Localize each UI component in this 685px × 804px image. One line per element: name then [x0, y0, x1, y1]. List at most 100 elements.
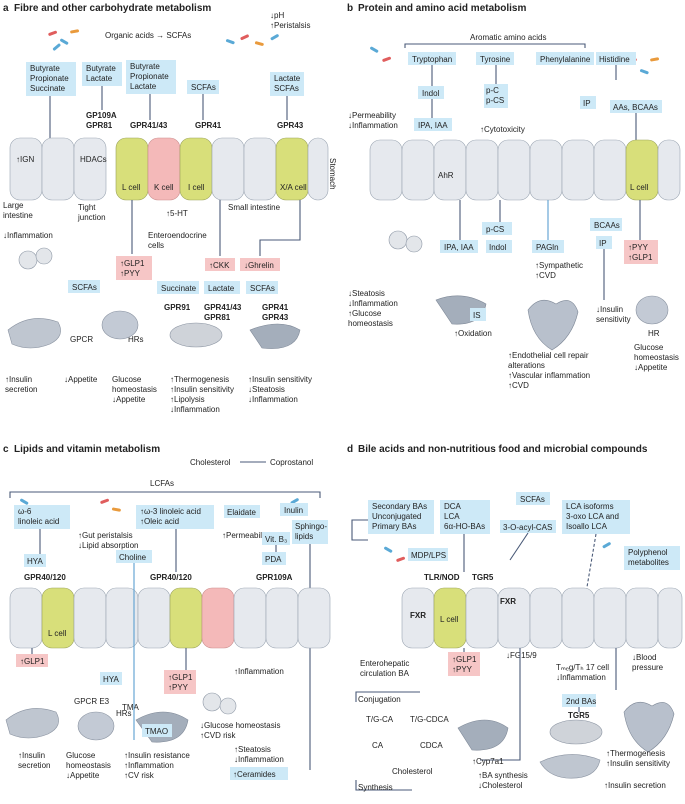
heart-icon-b [527, 299, 579, 351]
lcell-d-label: L cell [440, 615, 459, 624]
inflammation-a-label: ↓Inflammation [3, 231, 53, 240]
glucose-cvd-1: ↓Glucose homeostasis [200, 721, 280, 730]
cholesterol-c-label: Cholesterol [190, 458, 231, 467]
box-tmao [142, 724, 172, 737]
brain-icon-c [77, 711, 115, 741]
gpr41b-label: GPR41 [262, 303, 289, 312]
box-elaidate [224, 505, 260, 518]
steatosis-c1: ↑Steatosis [234, 745, 271, 754]
secondary-1: Secondary BAs [372, 502, 427, 511]
box1-line3: Succinate [30, 84, 66, 93]
glucose-b3: ↓Appetite [634, 363, 668, 372]
mdp-label: MDP/LPS [411, 551, 446, 560]
gpr109a-c-label: GPR109A [256, 573, 293, 582]
box4-text: SCFAs [191, 83, 216, 92]
box5-line2: SCFAs [274, 84, 299, 93]
box-polyphenol [624, 546, 680, 570]
gpr40b-c-label: GPR40/120 [150, 573, 192, 582]
conjugation-label: Conjugation [358, 695, 401, 704]
enterohepatic-2: circulation BA [360, 669, 410, 678]
panel-b: b Protein and amino acid metabolism Arom… [347, 3, 681, 390]
blood-1: ↓Blood [632, 653, 656, 662]
box-ipa-iaa-b [440, 240, 478, 253]
histidine-label: Histidine [599, 55, 630, 64]
box-lca-isoforms [562, 500, 630, 534]
hya-label: HYA [27, 557, 44, 566]
kcell-label: K cell [154, 183, 174, 192]
lcfas-label: LCFAs [150, 479, 174, 488]
panel-b-letter: b [347, 3, 353, 14]
thermo-a3: ↑Lipolysis [170, 395, 205, 404]
sympathetic-b1: ↑Sympathetic [535, 261, 583, 270]
thermo-a1: ↑Thermogenesis [170, 375, 229, 384]
insulin-sec-a1: ↑Insulin [5, 375, 32, 384]
enteroendocrine-2: cells [148, 241, 164, 250]
secondary-3: Primary BAs [372, 522, 416, 531]
immune-cell-b-icon [388, 230, 408, 250]
ipa-iaa-b-label: IPA, IAA [444, 243, 474, 252]
w6-line2: linoleic acid [18, 517, 59, 526]
hr-label: HR [648, 329, 660, 338]
five-ht-label: ↑5-HT [166, 209, 188, 218]
steatosis-b3: ↑Glucose [348, 309, 382, 318]
box-hya [24, 554, 46, 567]
stomach-label: Stomach [328, 158, 337, 190]
large-intestine-2: intestine [3, 211, 33, 220]
glucose-b1: Glucose [634, 343, 664, 352]
xacell-label: X/A cell [280, 183, 307, 192]
box-pcs-b [482, 222, 512, 235]
tgr5-d-label: TGR5 [472, 573, 494, 582]
box-cck [205, 258, 235, 271]
box-hya-c2 [100, 672, 122, 685]
box1-line1: Butyrate [30, 64, 60, 73]
polyphenol-1: Polyphenol [628, 548, 668, 557]
glucose-cvd-2: ↑CVD risk [200, 731, 237, 740]
box-butyrate-propionate-lactate [126, 60, 176, 94]
secondary-2: Unconjugated [372, 512, 421, 521]
lcell-c-label: L cell [48, 629, 67, 638]
immune-cell-c-icon [202, 692, 222, 712]
tight-junction-2: junction [77, 213, 106, 222]
epithelium-a [9, 137, 329, 201]
pyy-b-label: ↑PYY [628, 243, 649, 252]
vitb3-label: Vit. B₃ [265, 535, 287, 544]
box-tyrosine [476, 52, 514, 65]
box-bcaas [590, 218, 622, 231]
lca-iso-2: 3-oxo LCA and [566, 512, 619, 521]
thermo-d1: ↑Thermogenesis [606, 749, 665, 758]
polyphenol-2: metabolites [628, 558, 669, 567]
box-inulin [280, 503, 308, 516]
box2-line2: Lactate [86, 74, 113, 83]
scfas-a3-label: SCFAs [250, 284, 275, 293]
box-lactate [204, 281, 240, 294]
box-glp1-c [16, 654, 48, 667]
tmao-label: TMAO [145, 727, 168, 736]
scfas-d-label: SCFAs [520, 495, 545, 504]
thermo-a2: ↑Insulin sensitivity [170, 385, 234, 394]
tgcdca-label: T/G-CDCA [410, 715, 449, 724]
thermo-d2: ↑Insulin sensitivity [606, 759, 670, 768]
box-histidine [596, 52, 636, 65]
lcell-b-label: L cell [630, 183, 649, 192]
aromatic-label: Aromatic amino acids [470, 33, 546, 42]
gpcr-e3-label: GPCR E3 [74, 697, 110, 706]
panel-d: d Bile acids and non-nutritious food and… [347, 444, 683, 792]
glucose-a3: ↓Appetite [112, 395, 146, 404]
box-choline [116, 550, 152, 563]
tgr5b-label: TGR5 [568, 711, 590, 720]
box-is [470, 308, 486, 321]
insulin-sec-d: ↑Insulin secretion [604, 781, 666, 790]
glucose-a2: homeostasis [112, 385, 157, 394]
phenylalanine-label: Phenylalanine [540, 55, 591, 64]
glucose-c1: Glucose [66, 751, 96, 760]
ghrelin-label: ↓Ghrelin [244, 261, 274, 270]
glp1-a: ↑GLP1 [120, 259, 145, 268]
box-pagln [532, 240, 564, 253]
cck-label: ↑CKK [209, 261, 230, 270]
pyy-c-label: ↑PYY [168, 683, 189, 692]
ph-text: ↓pH [270, 11, 284, 20]
gpr81b-label: GPR81 [204, 313, 231, 322]
icell-label: I cell [188, 183, 205, 192]
thermo-a4: ↓Inflammation [170, 405, 220, 414]
